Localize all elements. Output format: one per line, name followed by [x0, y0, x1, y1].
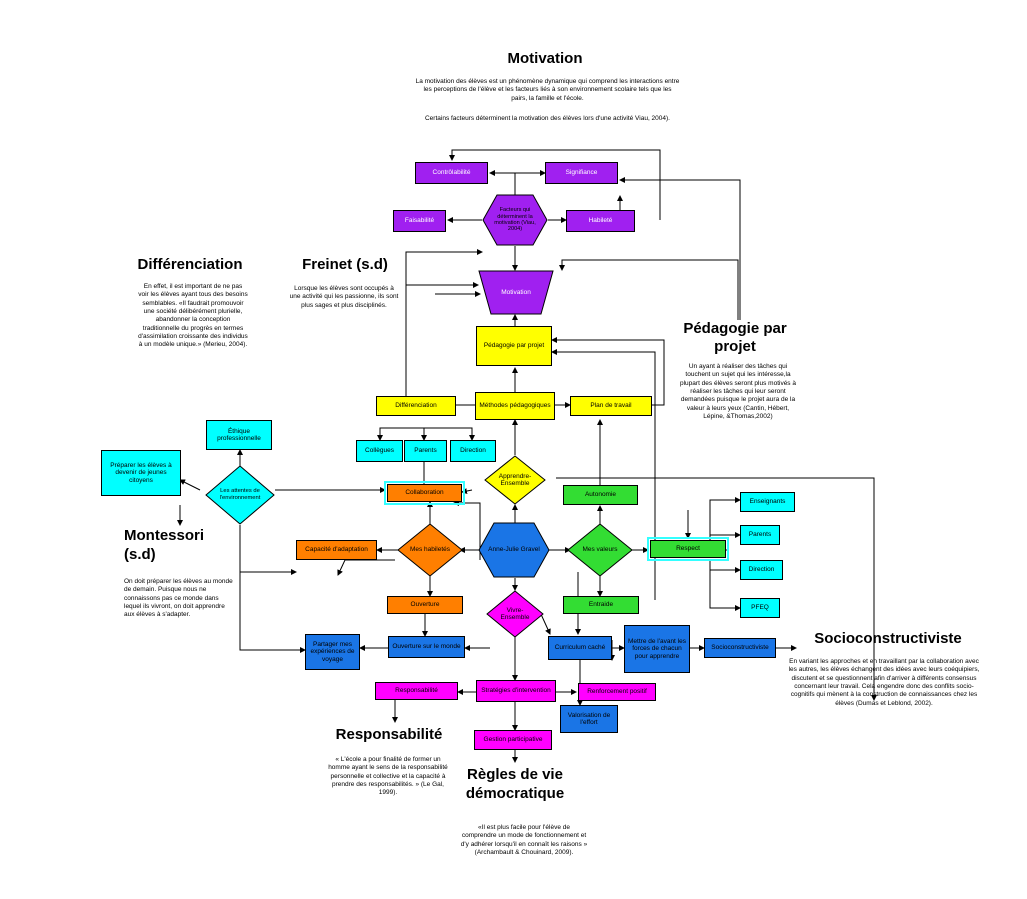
node-facteurs-hexagon[interactable]: Facteurs qui déterminent la motivation (…	[482, 194, 548, 246]
node-respect[interactable]: Respect	[647, 537, 729, 561]
node-differenciation[interactable]: Différenciation	[376, 396, 456, 416]
arrow-to-controlabilite	[449, 149, 661, 220]
trapezoid-shape	[478, 270, 554, 315]
node-signifiance[interactable]: Signifiance	[545, 162, 618, 184]
arrow-apprendre-to-collaboration	[461, 488, 473, 494]
node-mes-valeurs: Mes valeurs	[582, 546, 618, 554]
arrow-attentes-to-capacite	[239, 525, 297, 575]
arrow-differenciation-to-motivation	[405, 282, 479, 396]
diamond-shape	[397, 523, 463, 577]
node-mettre-forces[interactable]: Mettre de l'avant les forces de chacun p…	[624, 625, 690, 673]
node-apprendre-ensemble: Apprendre-Ensemble	[498, 472, 532, 487]
heading-motivation: Motivation	[507, 50, 583, 67]
heading-montessori: Montessori (s.d)	[124, 527, 205, 563]
heading-responsabilite: Responsabilité	[335, 726, 443, 743]
arrow-projet-to-motivation	[559, 259, 739, 320]
node-plan-de-travail[interactable]: Plan de travail	[570, 396, 652, 416]
diamond-shape	[205, 465, 275, 525]
node-entraide[interactable]: Entraide	[563, 596, 639, 614]
text-socioconstructiviste: En variant les approches et en travailla…	[788, 658, 980, 707]
arrow-facteurs-to-controlabilite	[489, 170, 516, 196]
arrow-to-direction1	[424, 427, 475, 441]
arrow-apprendre-to-socio	[556, 477, 877, 701]
diamond-shape	[486, 590, 544, 638]
node-attentes-diamond[interactable]: Les attentes de l'environnement	[205, 465, 275, 525]
diamond-shape	[567, 523, 633, 577]
node-autonomie[interactable]: Autonomie	[563, 485, 638, 505]
node-mes-valeurs-diamond[interactable]: Mes valeurs	[567, 523, 633, 577]
arrow-center-to-collaboration	[453, 500, 481, 560]
node-motivation: Motivation	[501, 288, 531, 296]
diamond-shape	[484, 455, 546, 505]
node-attentes: Les attentes de l'environnement	[219, 488, 261, 501]
node-faisabilite[interactable]: Faisabilité	[393, 210, 446, 232]
node-methodes-pedagogiques[interactable]: Méthodes pédagogiques	[475, 392, 555, 420]
node-motivation-trapezoid[interactable]: Motivation	[478, 270, 554, 315]
heading-regles-de-vie: Règles de vie démocratique	[465, 766, 565, 802]
node-direction-1[interactable]: Direction	[450, 440, 496, 462]
text-montessori: On doit préparer les élèves au monde de …	[124, 578, 233, 619]
hexagon-shape	[482, 194, 548, 246]
arrow-attentes-to-partager	[239, 572, 306, 653]
heading-socioconstructiviste: Socioconstructiviste	[814, 630, 962, 647]
node-strategies-intervention[interactable]: Stratégies d'intervention	[476, 680, 556, 702]
node-preparer-citoyens[interactable]: Préparer les élèves à devenir de jeunes …	[101, 450, 181, 496]
node-responsabilite[interactable]: Responsabilité	[375, 682, 458, 700]
node-pfeq[interactable]: PFEQ	[740, 598, 780, 618]
node-capacite-adaptation[interactable]: Capacité d'adaptation	[296, 540, 377, 560]
node-direction-2[interactable]: Direction	[740, 560, 783, 580]
node-gestion-participative[interactable]: Gestion participative	[474, 730, 552, 750]
text-regles-de-vie: «Il est plus facile pour l'élève de comp…	[460, 824, 588, 856]
node-facteurs: Facteurs qui déterminent la motivation (…	[494, 207, 536, 233]
node-vivre-ensemble-diamond[interactable]: Vivre-Ensemble	[486, 590, 544, 638]
text-motivation-definition: La motivation des élèves est un phénomèn…	[415, 78, 680, 102]
node-partager-experiences[interactable]: Partager mes expériences de voyage	[305, 634, 360, 670]
node-anne-julie-gravel: Anne-Julie Gravel	[488, 546, 540, 554]
node-ouverture-sur-le-monde[interactable]: Ouverture sur le monde	[388, 636, 465, 658]
node-mes-habiletes: Mes habiletés	[409, 546, 451, 554]
node-valorisation-effort[interactable]: Valorisation de l'effort	[560, 705, 618, 733]
node-ouverture[interactable]: Ouverture	[387, 596, 463, 614]
arrow-facteurs-to-signifiance	[514, 170, 546, 196]
node-habilete[interactable]: Habileté	[566, 210, 635, 232]
arrow-plan-to-pedagogie	[551, 337, 665, 406]
node-socioconstructiviste[interactable]: Socioconstructiviste	[704, 638, 776, 658]
node-apprendre-ensemble-diamond[interactable]: Apprendre-Ensemble	[484, 455, 546, 505]
node-curriculum-cache[interactable]: Curriculum caché	[548, 636, 612, 660]
node-collaboration[interactable]: Collaboration	[384, 481, 465, 505]
node-pedagogie-par-projet[interactable]: Pédagogie par projet	[476, 326, 552, 366]
text-pedagogie-par-projet: Un ayant à réaliser des tâches qui touch…	[680, 363, 796, 420]
arrow-differenciation-to-facteurs	[405, 249, 483, 396]
node-renforcement-positif[interactable]: Renforcement positif	[578, 683, 656, 701]
node-parents-1[interactable]: Parents	[404, 440, 447, 462]
node-parents-2[interactable]: Parents	[740, 525, 780, 545]
node-mes-habiletes-diamond[interactable]: Mes habiletés	[397, 523, 463, 577]
heading-freinet: Freinet (s.d)	[302, 256, 388, 273]
node-enseignants[interactable]: Enseignants	[740, 492, 795, 512]
node-vivre-ensemble: Vivre-Ensemble	[500, 606, 530, 621]
text-responsabilite: « L'école a pour finalité de former un h…	[328, 756, 448, 797]
text-motivation-facteurs: Certains facteurs déterminent la motivat…	[424, 115, 670, 122]
arrow-respect-to-pfeq	[709, 570, 741, 611]
heading-differenciation: Différenciation	[137, 256, 243, 273]
node-ethique-professionnelle[interactable]: Éthique professionnelle	[206, 420, 272, 450]
heading-pedagogie-par-projet: Pédagogie par projet	[683, 320, 787, 355]
arrow-habiletes-to-montessori	[337, 559, 395, 576]
node-collegues[interactable]: Collègues	[356, 440, 403, 462]
arrow-entraide-to-pedagogie	[551, 349, 656, 600]
text-differenciation: En effet, il est important de ne pas voi…	[138, 283, 248, 349]
hexagon-shape	[478, 522, 550, 578]
text-freinet: Lorsque les élèves sont occupés à une ac…	[289, 285, 399, 309]
arrow-attentes-to-preparer	[179, 479, 201, 491]
arrow-respect-to-direction2	[709, 560, 741, 573]
arrow-projet-to-signifiance	[619, 177, 741, 320]
node-anne-julie-hexagon[interactable]: Anne-Julie Gravel	[478, 522, 550, 578]
node-controlabilite[interactable]: Contrôlabilité	[415, 162, 488, 184]
